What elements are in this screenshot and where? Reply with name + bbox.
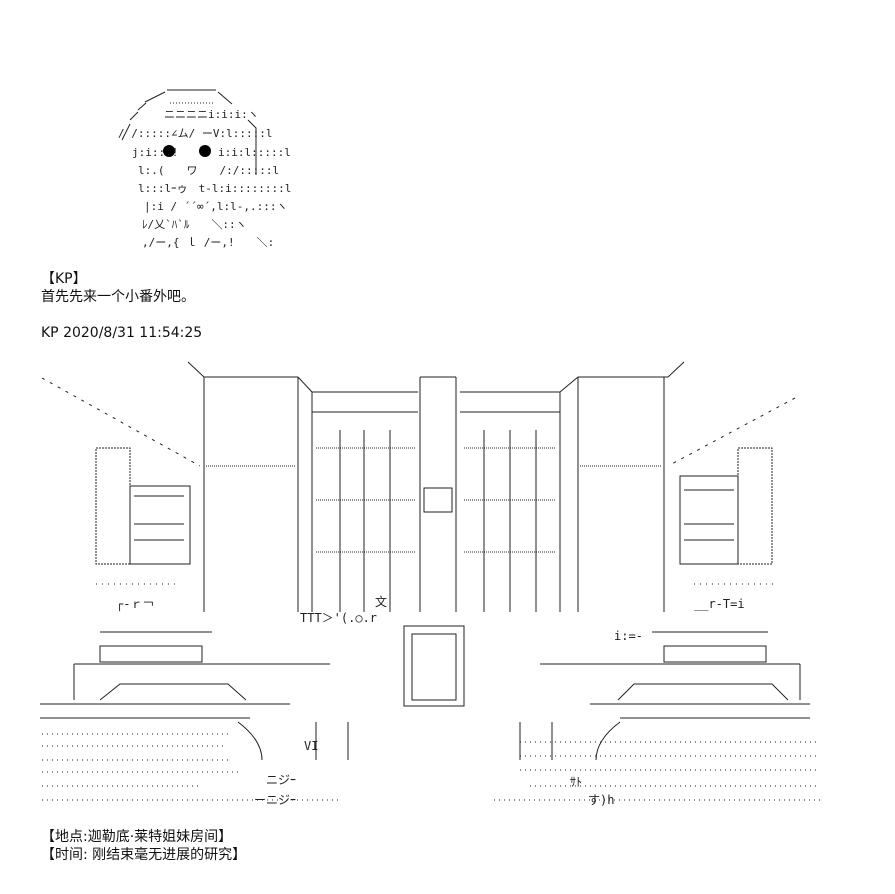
- face-line-3: j:i::.!: [132, 146, 178, 159]
- courtyard-wall: [73, 625, 801, 707]
- left-annex: [95, 447, 191, 585]
- left-eye-icon: [163, 145, 175, 157]
- right-eye-icon: [199, 145, 211, 157]
- dialogue-line: 首先先来一个小番外吧。: [41, 289, 195, 305]
- left-tower: [187, 361, 313, 612]
- scene-nijo-left2: ーニジｰ: [254, 793, 296, 807]
- face-line-4: i:i:l:::::l: [218, 146, 291, 159]
- scene-door-left: ┌‐ｒ￢: [116, 597, 154, 611]
- scene-vi-mark: VI: [304, 739, 318, 753]
- location-tag: 【地点:迦勒底·莱特姐妹房间】: [41, 829, 233, 845]
- time-tag: 【时间: 刚结束毫无进展的研究】: [41, 847, 247, 863]
- face-line-6: l:::lｰゥ t-l:i::::::::l: [138, 182, 291, 195]
- scene-sutoh-right: す)h: [588, 793, 614, 807]
- scene-door-right: __r-T=i: [694, 597, 745, 611]
- scene-ttt-mark: TTT＞'(.○.r: [300, 611, 377, 625]
- face-line-7: |:i / ´´∞´,l:l-,.:::ヽ: [144, 200, 287, 213]
- timestamp: KP 2020/8/31 11:54:25: [41, 325, 203, 341]
- right-tower: [559, 361, 685, 612]
- face-line-2: / /:::::∠ム/ ーV:l:::::l: [118, 127, 272, 140]
- face-line-9: ,/ー,{ ｌ /ー,! ＼:: [142, 236, 274, 249]
- face-line-1: ニニニニi:i:i:ヽ: [164, 108, 259, 121]
- scene-kanji-mark: 文: [375, 594, 387, 609]
- character-head: [121, 89, 257, 175]
- scene-eq-right: i:=-: [614, 629, 643, 643]
- right-annex: [679, 447, 778, 585]
- scene-nijo-left: ニジｰ: [266, 773, 296, 787]
- ground: [40, 683, 820, 801]
- central-building: [311, 376, 561, 612]
- scene-suto-right: ｻﾄ: [570, 775, 582, 789]
- speaker-tag: 【KP】: [41, 271, 87, 287]
- face-line-8: ﾚ/乂`ﾊ`ﾙ ＼::ヽ: [142, 218, 247, 231]
- face-line-5: l:.( ワ /:/:::::l: [138, 164, 279, 177]
